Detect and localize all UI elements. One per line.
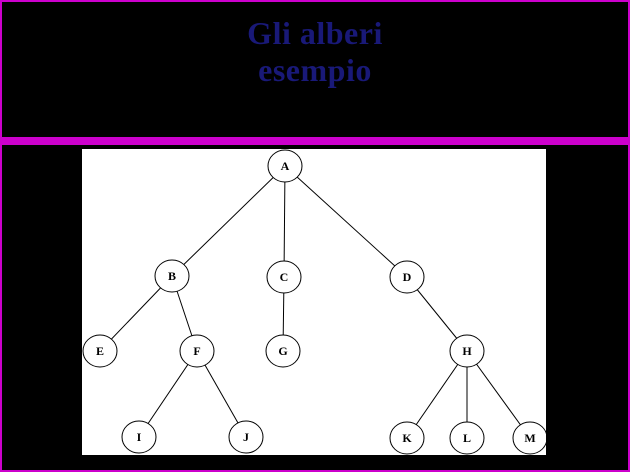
tree-edge-B-E xyxy=(99,275,173,352)
tree-node-I: I xyxy=(121,420,157,454)
diagram-panel: A B C D E F G H I J K L M xyxy=(82,149,546,455)
tree-node-circle-J xyxy=(228,420,264,454)
tree-svg: A B C D E F G H I J K L M xyxy=(82,149,546,455)
tree-node-J: J xyxy=(228,420,264,454)
tree-node-label-D: D xyxy=(403,270,412,284)
tree-node-G: G xyxy=(265,334,301,368)
tree-node-B: B xyxy=(154,259,190,293)
tree-node-label-A: A xyxy=(281,159,290,173)
tree-node-K: K xyxy=(389,421,425,455)
tree-edge-F-I xyxy=(138,350,198,438)
tree-edge-A-C xyxy=(283,165,286,278)
tree-edge-A-D xyxy=(284,165,408,278)
tree-node-label-B: B xyxy=(168,269,176,283)
tree-node-H: H xyxy=(449,334,485,368)
tree-node-circle-A xyxy=(267,149,303,183)
tree-node-A: A xyxy=(267,149,303,183)
tree-node-circle-K xyxy=(389,421,425,455)
slide-title: Gli alberi esempio xyxy=(2,15,628,89)
title-line-1: Gli alberi xyxy=(247,15,383,51)
tree-node-circle-F xyxy=(179,334,215,368)
tree-node-M: M xyxy=(512,421,546,455)
tree-node-E: E xyxy=(82,334,118,368)
tree-node-circle-H xyxy=(449,334,485,368)
tree-node-circle-G xyxy=(265,334,301,368)
tree-node-C: C xyxy=(266,260,302,294)
tree-node-label-G: G xyxy=(278,344,287,358)
tree-node-label-K: K xyxy=(402,431,412,445)
title-line-2: esempio xyxy=(258,52,372,88)
tree-node-circle-M xyxy=(512,421,546,455)
tree-node-label-E: E xyxy=(96,344,104,358)
tree-node-label-F: F xyxy=(193,344,200,358)
tree-node-L: L xyxy=(449,421,485,455)
tree-node-label-J: J xyxy=(243,430,249,444)
tree-node-label-C: C xyxy=(280,270,289,284)
tree-node-D: D xyxy=(389,260,425,294)
tree-node-circle-B xyxy=(154,259,190,293)
tree-node-F: F xyxy=(179,334,215,368)
tree-edge-H-K xyxy=(406,350,468,439)
tree-edge-H-M xyxy=(466,350,531,439)
tree-node-label-M: M xyxy=(524,431,535,445)
tree-node-label-I: I xyxy=(137,430,142,444)
tree-node-circle-E xyxy=(82,334,118,368)
tree-node-circle-I xyxy=(121,420,157,454)
tree-node-circle-C xyxy=(266,260,302,294)
tree-node-label-H: H xyxy=(462,344,472,358)
tree-node-circle-D xyxy=(389,260,425,294)
tree-node-circle-L xyxy=(449,421,485,455)
tree-node-label-L: L xyxy=(463,431,471,445)
divider-bar xyxy=(2,137,628,145)
tree-edge-A-B xyxy=(171,165,286,277)
